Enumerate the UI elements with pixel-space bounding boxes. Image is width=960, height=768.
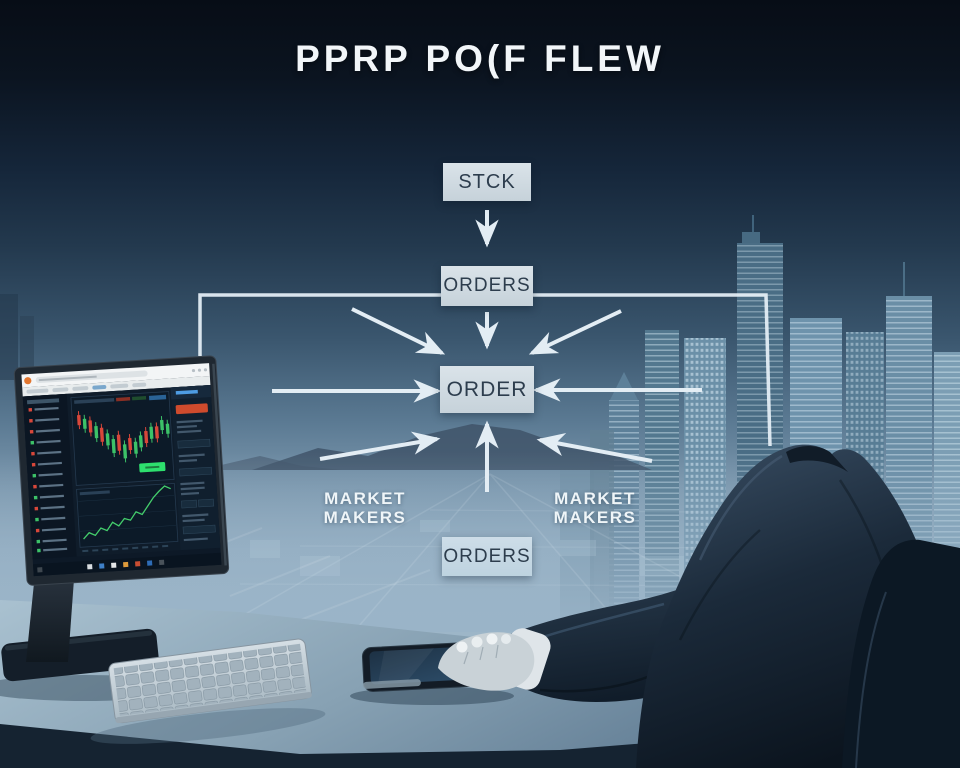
arrow-left-upper bbox=[351, 307, 446, 355]
left-skyline bbox=[0, 294, 34, 380]
monitor-screen bbox=[21, 363, 222, 577]
order-panel bbox=[170, 385, 221, 551]
market-makers-left-line1: MARKET bbox=[324, 489, 406, 508]
market-makers-right-line2: MAKERS bbox=[553, 508, 637, 528]
candlestick-chart bbox=[70, 391, 175, 486]
arrow-right-lower bbox=[536, 433, 653, 463]
taskbar bbox=[33, 552, 222, 577]
sell-button bbox=[175, 403, 208, 415]
keyboard-shadow bbox=[90, 708, 326, 744]
keyboard bbox=[108, 638, 312, 724]
jacket-collar bbox=[786, 446, 848, 472]
arrow-left-lower bbox=[319, 431, 441, 461]
line-chart bbox=[76, 483, 179, 553]
hand bbox=[438, 628, 551, 691]
flow-box-stock: STCK bbox=[443, 163, 531, 201]
watchlist-sidebar bbox=[22, 393, 77, 560]
flow-box-orders-top: ORDERS bbox=[441, 266, 533, 306]
connector-right bbox=[533, 293, 772, 447]
market-makers-right-line1: MARKET bbox=[554, 489, 636, 508]
connector-left bbox=[198, 293, 441, 356]
office-chair bbox=[842, 539, 960, 768]
flow-box-orders-bottom: ORDERS bbox=[442, 537, 532, 576]
market-makers-label-right: MARKET MAKERS bbox=[540, 489, 650, 527]
arrow-right-upper bbox=[528, 309, 622, 355]
flow-box-order: ORDER bbox=[440, 366, 534, 413]
market-makers-label-left: MARKET MAKERS bbox=[310, 489, 420, 527]
tablet-shadow bbox=[350, 687, 514, 705]
poster-title: PPRP PO(F FLEW bbox=[295, 38, 665, 79]
browser-logo-icon bbox=[24, 377, 32, 385]
monitor bbox=[13, 355, 230, 586]
browser-bar bbox=[21, 363, 211, 397]
market-makers-left-line2: MAKERS bbox=[323, 508, 407, 528]
